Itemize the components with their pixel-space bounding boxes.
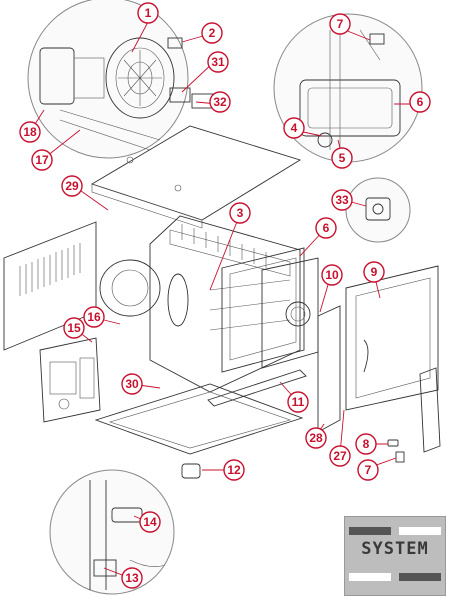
svg-text:12: 12 <box>227 463 241 477</box>
outer-door <box>345 265 439 411</box>
callout-1: 1 <box>137 2 159 24</box>
logo-bar <box>349 573 391 581</box>
callout-6-top: 6 <box>409 91 431 113</box>
callout-32: 32 <box>209 91 231 113</box>
control-panel <box>39 337 101 423</box>
callout-16: 16 <box>83 306 105 328</box>
svg-text:8: 8 <box>363 437 370 451</box>
base-frame <box>94 369 307 479</box>
svg-text:13: 13 <box>125 571 139 585</box>
callout-14: 14 <box>139 511 161 533</box>
svg-text:15: 15 <box>67 321 81 335</box>
svg-text:5: 5 <box>339 151 346 165</box>
inner-door <box>221 247 305 373</box>
top-cover-plate <box>90 125 302 229</box>
callout-6-mid: 6 <box>315 217 337 239</box>
callout-29: 29 <box>61 175 83 197</box>
svg-text:10: 10 <box>325 268 339 282</box>
svg-text:1: 1 <box>145 6 152 20</box>
hinge-detail-zoom <box>345 177 411 243</box>
callout-17: 17 <box>31 149 53 171</box>
callout-30: 30 <box>121 373 143 395</box>
callout-8: 8 <box>355 433 377 455</box>
callout-5: 5 <box>331 147 353 169</box>
svg-text:28: 28 <box>309 431 323 445</box>
svg-text:14: 14 <box>143 515 157 529</box>
svg-text:16: 16 <box>87 310 101 324</box>
svg-text:11: 11 <box>292 395 305 409</box>
callout-9: 9 <box>363 261 385 283</box>
door-top-detail-zoom <box>273 13 423 163</box>
callout-7-bottom: 7 <box>357 459 379 481</box>
door-frame <box>317 305 341 433</box>
callout-13: 13 <box>121 567 143 589</box>
svg-text:7: 7 <box>337 17 344 31</box>
svg-text:29: 29 <box>65 179 79 193</box>
callout-10: 10 <box>321 264 343 286</box>
logo-bar <box>399 527 441 535</box>
svg-text:4: 4 <box>291 121 298 135</box>
svg-text:32: 32 <box>213 95 227 109</box>
svg-text:31: 31 <box>211 55 225 69</box>
callout-31: 31 <box>207 51 229 73</box>
svg-text:6: 6 <box>417 95 424 109</box>
svg-text:30: 30 <box>125 377 139 391</box>
oven-body <box>99 215 301 393</box>
callout-15: 15 <box>63 317 85 339</box>
callout-7-top: 7 <box>329 13 351 35</box>
callout-33: 33 <box>331 189 353 211</box>
svg-text:2: 2 <box>209 26 216 40</box>
callout-11: 11 <box>287 391 309 413</box>
logo-bar <box>399 573 441 581</box>
foot-detail-zoom <box>49 469 175 595</box>
logo-bar <box>349 527 391 535</box>
svg-text:17: 17 <box>35 153 49 167</box>
svg-text:6: 6 <box>323 221 330 235</box>
svg-text:27: 27 <box>333 449 347 463</box>
callout-2: 2 <box>201 22 223 44</box>
callout-3: 3 <box>229 202 251 224</box>
door-handle-parts <box>387 367 441 463</box>
system-logo: SYSTEM <box>344 516 446 596</box>
callout-18: 18 <box>19 121 41 143</box>
logo-text: SYSTEM <box>361 539 429 559</box>
callout-4: 4 <box>283 117 305 139</box>
svg-text:7: 7 <box>365 463 372 477</box>
svg-text:33: 33 <box>335 193 349 207</box>
callout-27: 27 <box>329 445 351 467</box>
callout-28: 28 <box>305 427 327 449</box>
svg-text:9: 9 <box>371 265 378 279</box>
svg-text:3: 3 <box>237 206 244 220</box>
fan-detail-zoom <box>27 0 215 159</box>
callout-12: 12 <box>223 459 245 481</box>
svg-text:18: 18 <box>23 125 37 139</box>
